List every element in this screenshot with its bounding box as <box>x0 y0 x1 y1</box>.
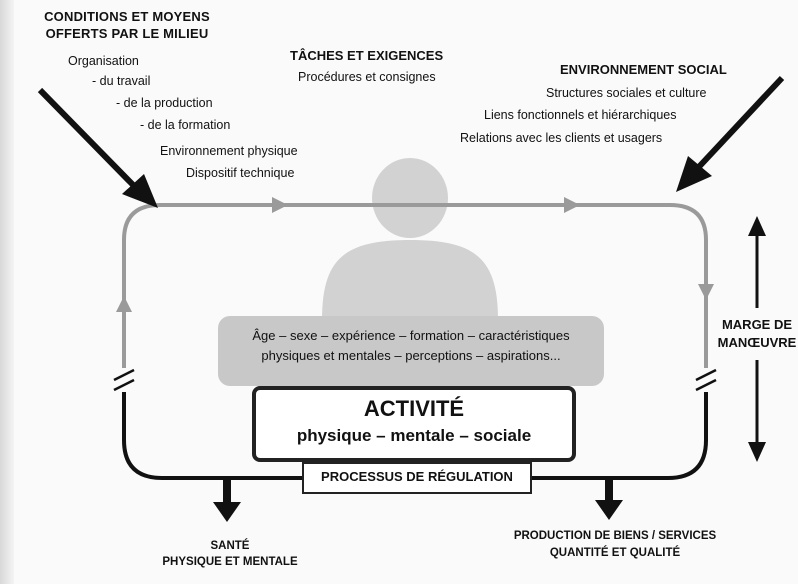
taches-subtitle: Procédures et consignes <box>298 70 436 84</box>
regulation-loop-black <box>122 392 708 480</box>
conditions-title-line: CONDITIONS ET MOYENS <box>44 9 210 24</box>
person-traits-line: physiques et mentales – perceptions – as… <box>261 348 561 363</box>
marge-label: MARGE DE MANŒUVRE <box>712 316 798 352</box>
output-production-label: PRODUCTION DE BIENS / SERVICES QUANTITÉ … <box>500 528 730 562</box>
output-arrow-sante <box>213 478 241 522</box>
arrow-right-2 <box>564 197 580 213</box>
conditions-item: - de la production <box>116 96 213 110</box>
incoming-arrow-right <box>676 75 785 192</box>
output-sante-line: PHYSIQUE ET MENTALE <box>162 556 298 568</box>
person-traits: Âge – sexe – expérience – formation – ca… <box>218 326 604 366</box>
output-production-line: PRODUCTION DE BIENS / SERVICES <box>513 530 717 542</box>
scan-edge <box>0 0 14 584</box>
loop-direction-arrows <box>116 197 714 312</box>
environnement-item: Liens fonctionnels et hiérarchiques <box>484 108 677 122</box>
conditions-item: - du travail <box>92 74 151 88</box>
break-marks <box>113 368 717 392</box>
output-sante-label: SANTÉ PHYSIQUE ET MENTALE <box>150 538 310 570</box>
environnement-title: ENVIRONNEMENT SOCIAL <box>560 62 727 77</box>
person-silhouette <box>322 158 498 320</box>
taches-title: TÂCHES ET EXIGENCES <box>290 48 444 63</box>
environnement-item: Structures sociales et culture <box>546 86 707 100</box>
incoming-arrow-left <box>37 87 158 208</box>
regulation-loop-gray <box>122 203 708 368</box>
activite-subtitle: physique – mentale – sociale <box>296 426 532 445</box>
activite-title: ACTIVITÉ <box>363 396 465 421</box>
output-arrow-production <box>595 478 623 520</box>
arrow-right-1 <box>272 197 288 213</box>
marge-label-line: MANŒUVRE <box>717 335 797 350</box>
environnement-item: Relations avec les clients et usagers <box>460 131 663 145</box>
person-traits-line: Âge – sexe – expérience – formation – ca… <box>252 328 570 343</box>
arrow-up-left <box>116 296 132 312</box>
activite-box <box>252 386 576 462</box>
output-production-line: QUANTITÉ ET QUALITÉ <box>549 547 681 559</box>
conditions-title: CONDITIONS ET MOYENS OFFERTS PAR LE MILI… <box>22 8 232 42</box>
person-traits-box <box>218 316 604 386</box>
conditions-item: Environnement physique <box>160 144 298 158</box>
conditions-item: - de la formation <box>140 118 231 132</box>
marge-label-line: MARGE DE <box>721 317 793 332</box>
regulation-label: PROCESSUS DE RÉGULATION <box>321 469 513 484</box>
conditions-item: Organisation <box>68 54 139 68</box>
regulation-box <box>302 462 532 494</box>
arrow-down-right <box>698 284 714 300</box>
conditions-item: Dispositif technique <box>186 166 295 180</box>
marge-double-arrow <box>748 216 766 462</box>
output-sante-line: SANTÉ <box>210 540 250 552</box>
conditions-title-line: OFFERTS PAR LE MILIEU <box>45 26 209 41</box>
